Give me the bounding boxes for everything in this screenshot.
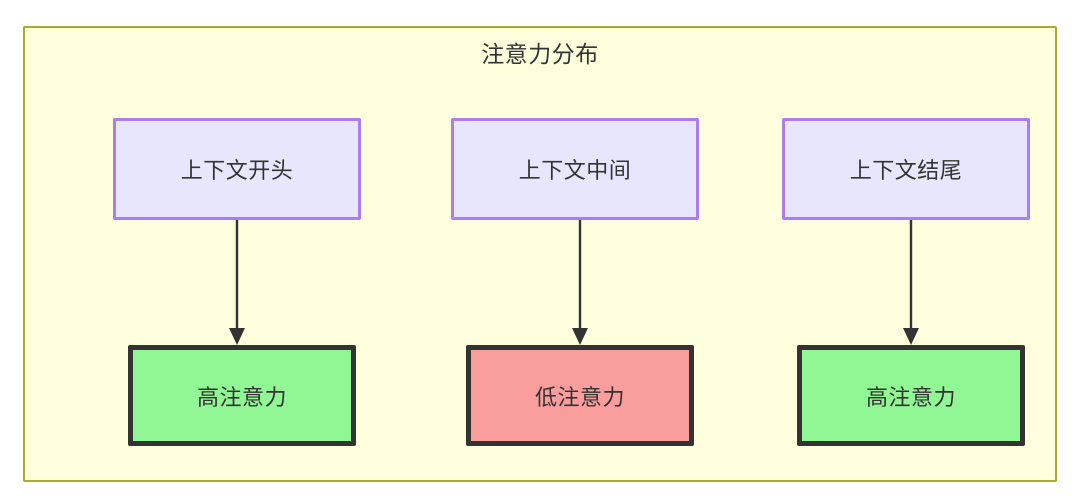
node-label: 高注意力: [196, 384, 287, 410]
edge-middle-to-low-attention: [572, 220, 588, 345]
node-low-attention-middle[interactable]: 低注意力: [466, 345, 694, 446]
edge-end-to-high-attention: [903, 220, 919, 345]
node-high-attention-beginning[interactable]: 高注意力: [128, 345, 356, 446]
edge-beginning-to-high-attention: [229, 220, 245, 345]
node-label: 高注意力: [865, 384, 956, 410]
arrowhead-icon: [572, 328, 588, 345]
subgraph-title: 注意力分布: [481, 41, 599, 67]
node-context-beginning[interactable]: 上下文开头: [113, 118, 361, 220]
node-label: 低注意力: [534, 384, 625, 410]
node-label: 上下文中间: [518, 158, 632, 183]
node-context-middle[interactable]: 上下文中间: [451, 118, 699, 220]
node-label: 上下文结尾: [849, 158, 963, 183]
node-label: 上下文开头: [180, 158, 294, 183]
node-context-end[interactable]: 上下文结尾: [782, 118, 1030, 220]
node-high-attention-end[interactable]: 高注意力: [797, 345, 1025, 446]
arrowhead-icon: [903, 328, 919, 345]
attention-distribution-subgraph: 注意力分布 上下文开头 高注意力 上下文中间 低注意力 上下文结尾: [23, 26, 1057, 482]
arrowhead-icon: [229, 328, 245, 345]
